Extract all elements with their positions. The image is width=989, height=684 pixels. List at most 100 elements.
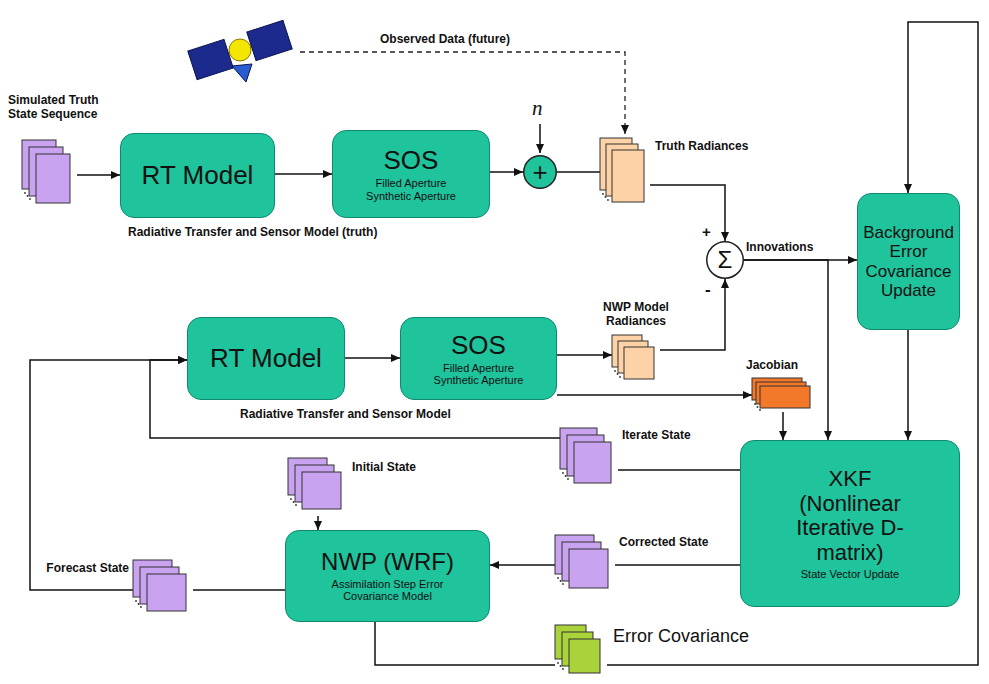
connector	[30, 360, 187, 590]
stack-label: NWP Model Radiances	[594, 301, 678, 329]
stack-dot	[560, 580, 562, 582]
stack-dot	[759, 409, 761, 411]
process-box: RT Model	[120, 133, 275, 218]
stack-dot	[565, 475, 567, 477]
box-content: RT Model	[210, 344, 322, 373]
connector	[557, 171, 600, 173]
summing-circle: +	[523, 155, 557, 189]
stack-dot	[567, 478, 569, 480]
stack-sheet	[147, 574, 186, 611]
connector	[275, 173, 332, 175]
edge-label: Innovations	[746, 241, 813, 255]
box-content: Background Error Covariance Update	[860, 223, 957, 299]
data-stack: Error Covariance	[555, 625, 607, 680]
data-stack: NWP Model Radiances	[612, 335, 660, 385]
connector	[490, 171, 523, 173]
stack-label: Forecast State	[46, 562, 129, 576]
stack-dot	[757, 406, 759, 408]
box-body: Filled Aperture Synthetic Aperture	[426, 362, 531, 387]
noise-symbol: n	[532, 96, 543, 120]
box-title: Background Error Covariance Update	[860, 223, 957, 299]
stack-icon	[133, 560, 193, 618]
stack-icon	[752, 378, 814, 412]
box-title: NWP (WRF)	[321, 549, 454, 576]
connector	[375, 622, 555, 665]
connector	[618, 469, 740, 471]
stack-sheet	[760, 386, 810, 408]
stack-icon	[555, 535, 615, 595]
stack-dot	[619, 376, 621, 378]
stack-label: Simulated Truth State Sequence	[8, 94, 118, 122]
noise-arrow	[539, 124, 541, 153]
stack-dot	[293, 501, 295, 503]
box-body: Filled Aperture Synthetic Aperture	[359, 177, 464, 202]
stack-dot	[557, 662, 559, 664]
box-content: XKF (Nonlinear Iterative D-matrix) State …	[785, 467, 915, 580]
data-stack: Jacobian	[752, 378, 814, 412]
process-box: Background Error Covariance Update	[857, 193, 960, 330]
stack-sheet	[574, 442, 611, 483]
summing-circle: Σ	[706, 241, 744, 279]
stack-dot	[605, 196, 607, 198]
data-stack: Truth Radiances	[600, 138, 650, 208]
stack-dot	[290, 498, 292, 500]
data-stack: Simulated Truth State Sequence	[22, 140, 77, 210]
connector	[782, 412, 784, 440]
process-box: SOSFilled Aperture Synthetic Aperture	[400, 317, 557, 400]
stack-dot	[617, 373, 619, 375]
sign-label: +	[702, 223, 711, 240]
box-content: SOSFilled Aperture Synthetic Aperture	[426, 331, 531, 387]
box-title: RT Model	[142, 161, 254, 190]
observed-data-line	[300, 52, 625, 134]
connector	[660, 279, 725, 350]
stack-sheet	[569, 549, 608, 588]
satellite	[188, 20, 292, 82]
caption-label: Radiative Transfer and Sensor Model (tru…	[128, 226, 377, 240]
stack-dot	[135, 600, 137, 602]
connector	[490, 564, 555, 566]
stack-sheet	[624, 347, 654, 379]
stack-dot	[27, 195, 29, 197]
connector	[557, 354, 612, 356]
stack-label: Truth Radiances	[655, 140, 748, 154]
stack-dot	[140, 606, 142, 608]
stack-sheet	[612, 150, 644, 202]
connector	[744, 260, 828, 440]
box-title: RT Model	[210, 344, 322, 373]
stack-dot	[138, 603, 140, 605]
stack-label: Initial State	[352, 461, 416, 475]
stack-label: Jacobian	[746, 359, 798, 373]
box-content: RT Model	[142, 161, 254, 190]
operator-symbol: Σ	[718, 248, 733, 272]
connector	[317, 516, 319, 530]
caption-label: Observed Data (future)	[380, 33, 510, 47]
stack-sheet	[302, 472, 341, 509]
stack-dot	[607, 199, 609, 201]
box-body: Assimilation Step Error Covariance Model	[320, 578, 455, 603]
box-title: XKF (Nonlinear Iterative D-matrix)	[785, 467, 915, 566]
stack-dot	[562, 668, 564, 670]
data-stack: Initial State	[288, 458, 348, 516]
connector	[650, 185, 725, 241]
stack-icon	[555, 625, 607, 680]
operator-symbol: +	[532, 159, 547, 185]
connector	[557, 394, 752, 396]
stack-icon	[612, 335, 660, 385]
stack-dot	[557, 577, 559, 579]
circle-content: +	[523, 155, 557, 189]
process-box: NWP (WRF)Assimilation Step Error Covaria…	[285, 530, 490, 622]
connector	[77, 174, 120, 176]
stack-dot	[602, 193, 604, 195]
process-box: XKF (Nonlinear Iterative D-matrix) State …	[740, 440, 960, 607]
circle-shape	[707, 242, 744, 279]
connector	[907, 330, 909, 440]
stack-dot	[560, 665, 562, 667]
box-title: SOS	[451, 331, 506, 360]
box-body: State Vector Update	[801, 568, 899, 580]
stack-dot	[562, 583, 564, 585]
process-box: RT Model	[187, 317, 345, 400]
stack-dot	[754, 403, 756, 405]
stack-dot	[295, 504, 297, 506]
box-content: NWP (WRF)Assimilation Step Error Covaria…	[320, 549, 455, 603]
